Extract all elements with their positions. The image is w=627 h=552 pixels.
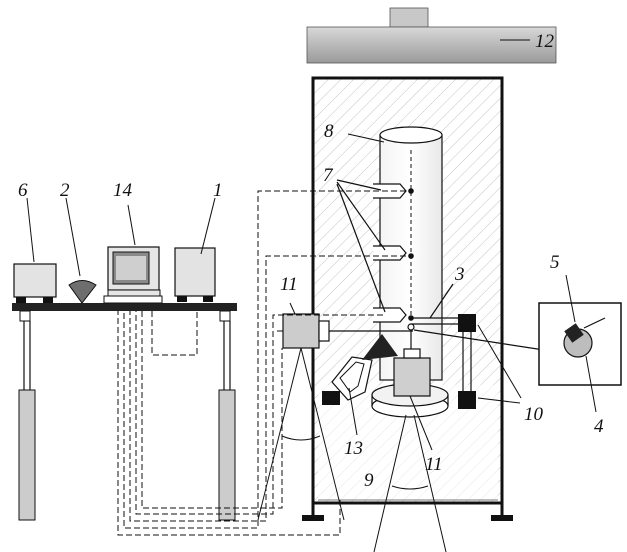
measurement-arm <box>407 283 545 351</box>
inset-detail-view <box>538 274 622 413</box>
label-14: 14 <box>113 180 133 201</box>
label-13: 13 <box>344 438 363 459</box>
illumination-lamp <box>331 334 398 436</box>
device-1 <box>174 197 216 302</box>
lab-table <box>12 303 237 521</box>
label-9: 9 <box>364 470 374 491</box>
label-1: 1 <box>213 180 223 201</box>
sensor-probes <box>336 179 414 323</box>
label-2: 2 <box>60 180 70 201</box>
label-8: 8 <box>324 121 334 142</box>
support-blocks <box>322 314 522 409</box>
label-6: 6 <box>18 180 28 201</box>
label-3: 3 <box>454 264 465 285</box>
overhead-beam <box>306 7 557 64</box>
label-12: 12 <box>535 31 555 52</box>
computer-14 <box>103 204 163 304</box>
label-4: 4 <box>594 416 604 437</box>
label-10: 10 <box>524 404 544 425</box>
label-11-device: 11 <box>425 454 443 475</box>
signal-cables <box>117 190 406 536</box>
label-7: 7 <box>323 165 334 186</box>
device-6 <box>13 197 57 303</box>
camera <box>257 302 413 521</box>
label-5: 5 <box>550 252 560 273</box>
label-11-camera: 11 <box>280 274 298 295</box>
device-2 <box>65 197 97 304</box>
sample-holder-device <box>393 348 433 451</box>
laser-beam-cone <box>373 414 447 552</box>
